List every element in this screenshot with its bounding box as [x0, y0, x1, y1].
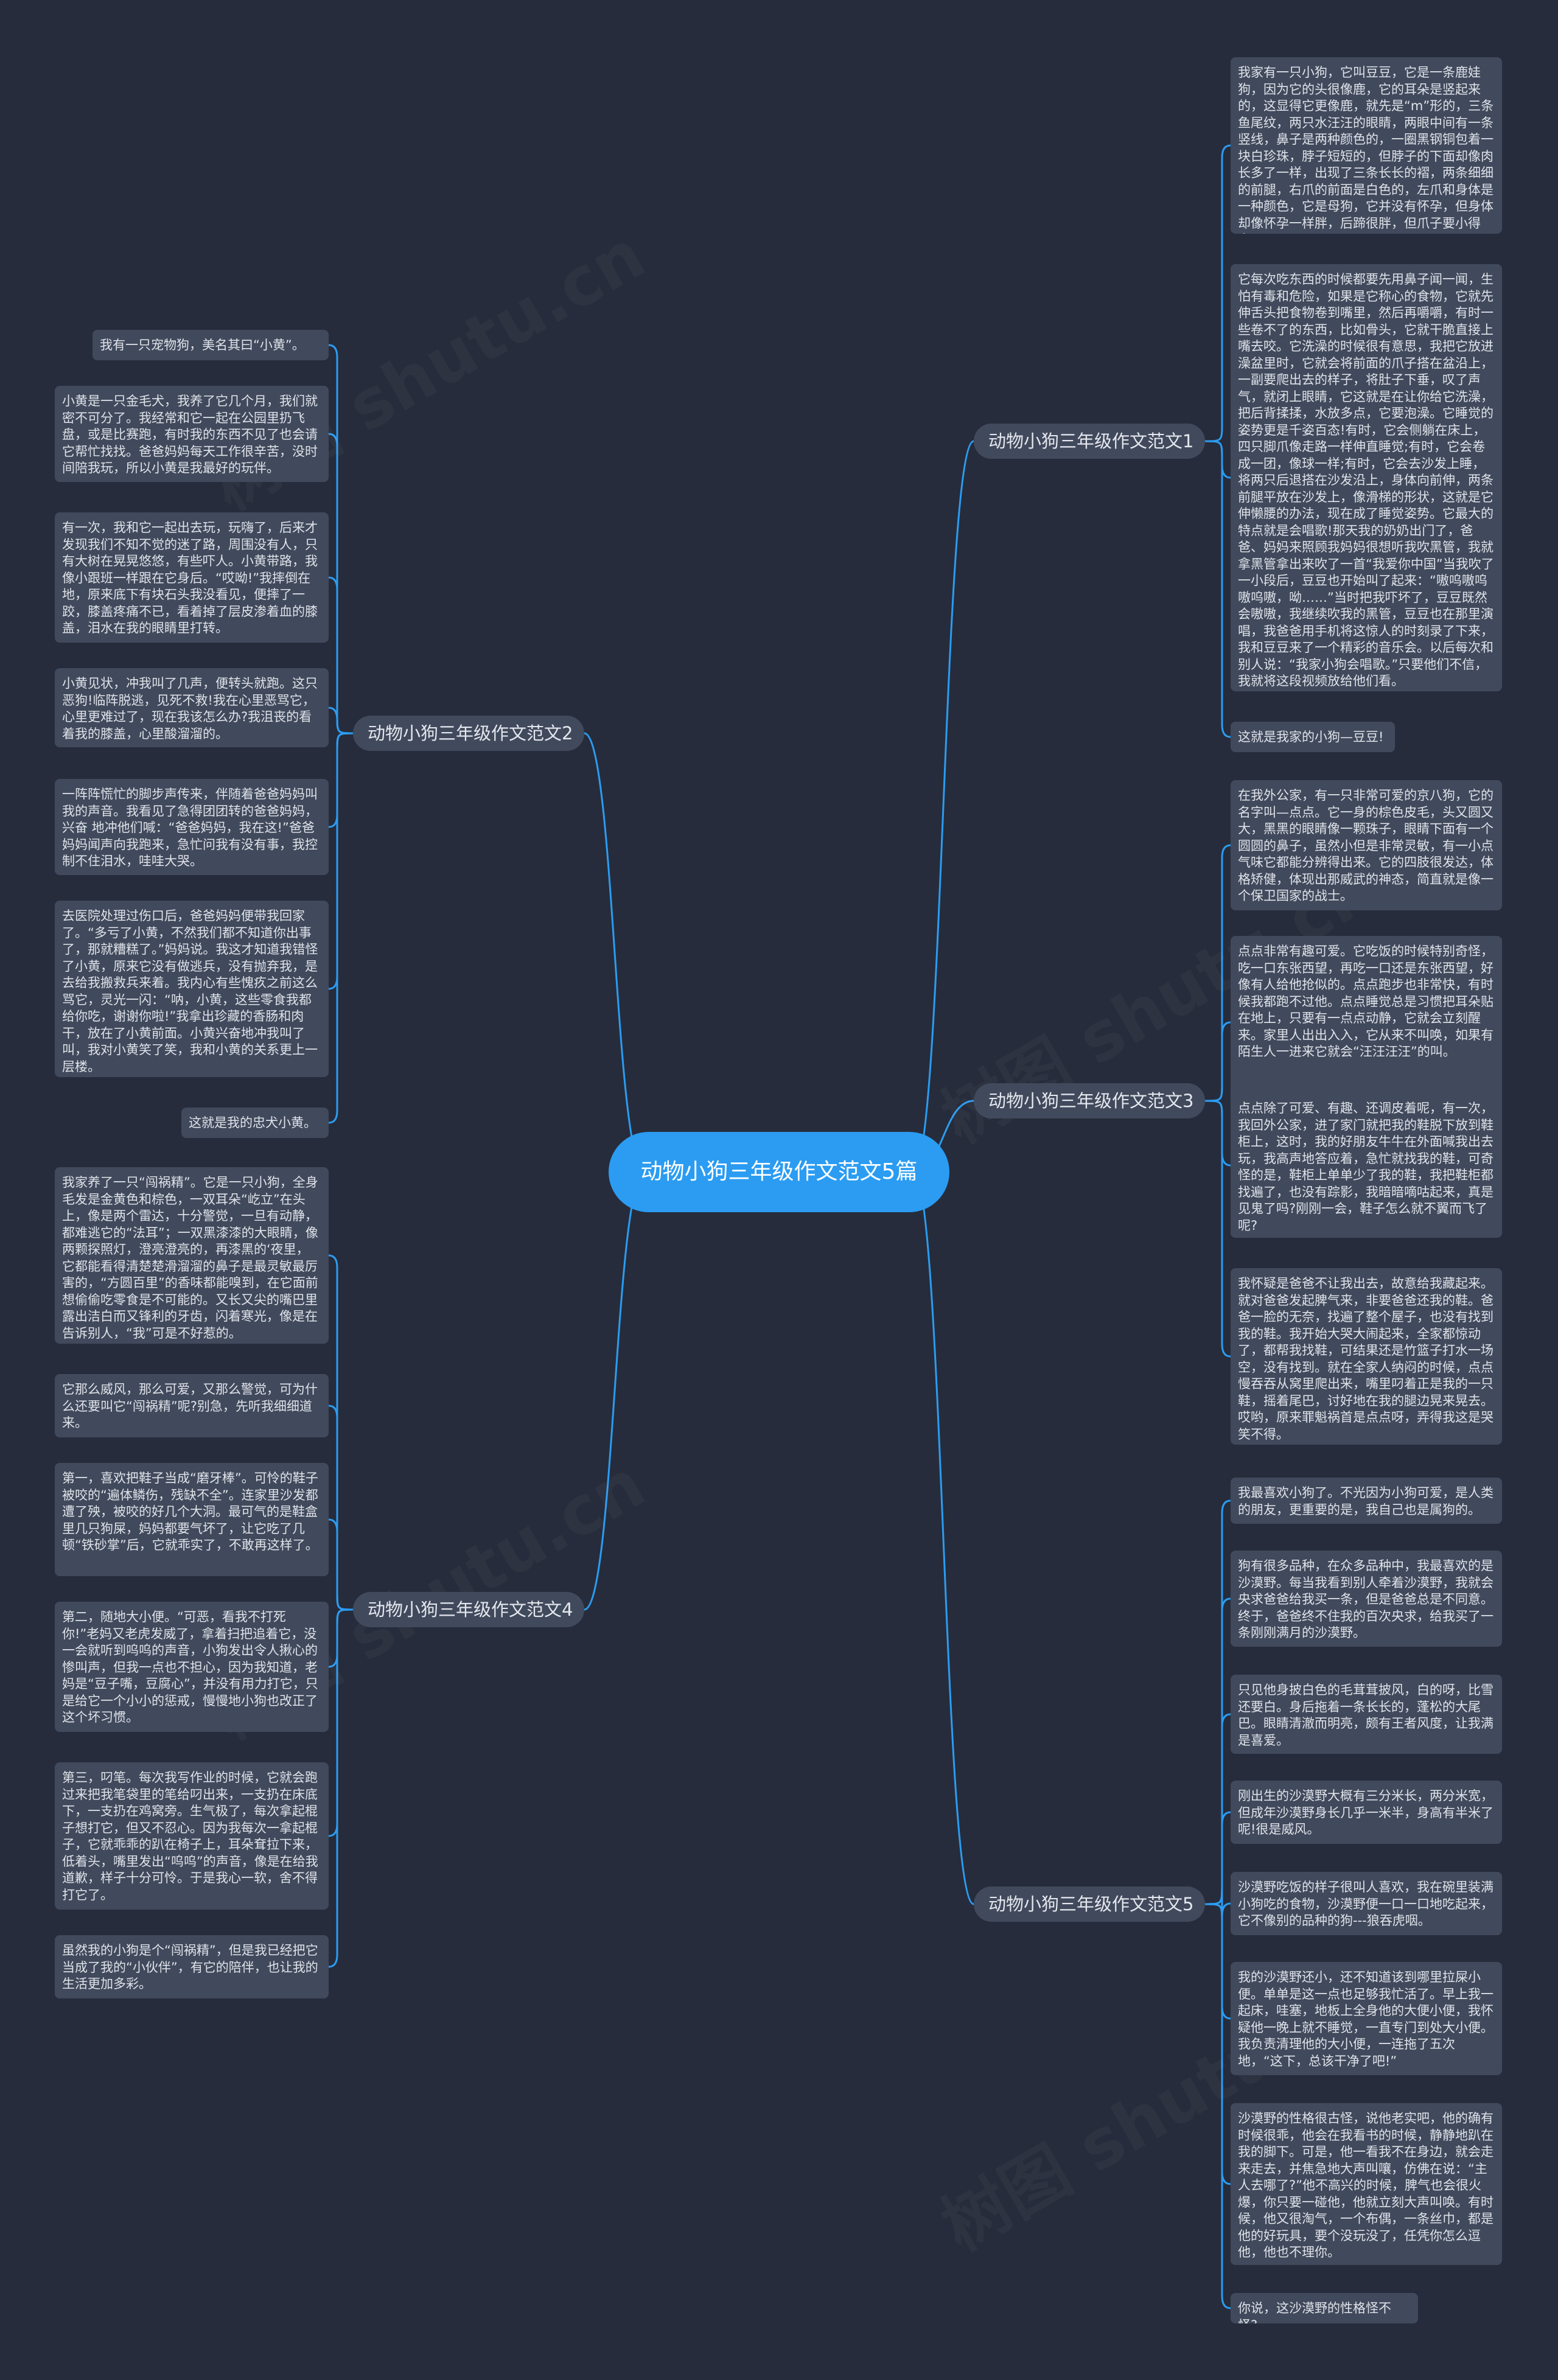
leaf-node[interactable]: 第一，喜欢把鞋子当成“磨牙棒”。可怜的鞋子被咬的“遍体鳞伤，残缺不全”。连家里沙… [55, 1463, 329, 1576]
leaf-connector [328, 576, 354, 735]
leaf-connector [1204, 1903, 1231, 2309]
central-topic-label: 动物小狗三年级作文范文5篇 [640, 1159, 918, 1184]
leaf-connector [1204, 440, 1231, 479]
leaf-node[interactable]: 虽然我的小狗是个“闯祸精”，但是我已经把它当成了我的“小伙伴”，有它的陪伴，也让… [55, 1935, 329, 1998]
leaf-connector [1204, 1903, 1231, 2185]
leaf-connector [1204, 844, 1231, 1102]
leaf-node[interactable]: 我家养了一只“闯祸精”。它是一只小狗，全身毛发是金黄色和棕色，一双耳朵“屹立”在… [55, 1167, 329, 1344]
leaf-node[interactable]: 我最喜欢小狗了。不光因为小狗可爱，是人类的朋友，更重要的是，我自己也是属狗的。 [1231, 1478, 1502, 1524]
leaf-node[interactable]: 小黄是一只金毛犬，我养了它几个月，我们就密不可分了。我经常和它一起在公园里扔飞盘… [55, 386, 329, 482]
branch-connector [584, 732, 646, 1173]
leaf-node[interactable]: 去医院处理过伤口后，爸爸妈妈便带我回家了。“多亏了小黄，不然我们都不知道你出事了… [55, 901, 329, 1077]
leaf-node[interactable]: 小黄见状，冲我叫了几声，便转头就跑。这只恶狗!临阵脱逃，见死不救!我在心里恶骂它… [55, 668, 329, 747]
leaf-connector [1204, 1713, 1231, 1905]
branch-topic-2[interactable]: 动物小狗三年级作文范文2 [353, 716, 584, 751]
leaf-connector [1204, 144, 1231, 442]
leaf-node[interactable]: 它每次吃东西的时候都要先用鼻子闻一闻，生怕有毒和危险，如果是它称心的食物，它就先… [1231, 264, 1502, 691]
leaf-node[interactable]: 只见他身披白色的毛茸茸披风，白的呀，比雪还要白。身后拖着一条长长的，蓬松的大尾巴… [1231, 1675, 1502, 1754]
leaf-connector [1204, 1100, 1231, 1358]
leaf-node[interactable]: 有一次，我和它一起出去玩，玩嗨了，后来才发现我们不知不觉的迷了路，周围没有人，只… [55, 512, 329, 643]
branch-topic-3[interactable]: 动物小狗三年级作文范文3 [974, 1083, 1205, 1118]
leaf-node[interactable]: 我家有一只小狗，它叫豆豆，它是一条鹿娃狗，因为它的头很像鹿，它的耳朵是竖起来的，… [1231, 57, 1502, 234]
leaf-connector [328, 1608, 354, 1837]
central-topic[interactable]: 动物小狗三年级作文范文5篇 [609, 1132, 949, 1212]
leaf-connector [1204, 1885, 1231, 1916]
leaf-node[interactable]: 狗有很多品种，在众多品种中，我最喜欢的是沙漠野。每当我看到别人牵着沙漠野，我就会… [1231, 1551, 1502, 1647]
leaf-node[interactable]: 我有一只宠物狗，美名其曰“小黄”。 [93, 330, 329, 360]
branch-topic-1[interactable]: 动物小狗三年级作文范文1 [974, 424, 1205, 459]
leaf-connector [328, 344, 354, 735]
leaf-connector [328, 1518, 354, 1611]
leaf-node[interactable]: 它那么威风，那么可爱，又那么警觉，可为什么还要叫它“闯祸精”呢?别急，先听我细细… [55, 1374, 329, 1437]
leaf-node[interactable]: 我怀疑是爸爸不让我出去，故意给我藏起来。就对爸爸发起脾气来，非要爸爸还我的鞋。爸… [1231, 1268, 1502, 1445]
leaf-connector [1204, 1811, 1231, 1905]
leaf-node[interactable]: 一阵阵慌忙的脚步声传来，伴随着爸爸妈妈叫我的声音。我看见了急得团团转的爸爸妈妈，… [55, 779, 329, 875]
leaf-connector [328, 732, 354, 828]
leaf-connector [328, 1254, 354, 1611]
branch-topic-4[interactable]: 动物小狗三年级作文范文4 [353, 1592, 584, 1627]
leaf-node[interactable]: 第二，随地大小便。“可恶，看我不打死你!”老妈又老虎发威了，拿着扫把追着它，没一… [55, 1602, 329, 1732]
leaf-node[interactable]: 点点非常有趣可爱。它吃饭的时候特别奇怪，吃一口东张西望，再吃一口还是东张西望，好… [1231, 936, 1502, 1109]
leaf-node[interactable]: 刚出生的沙漠野大概有三分米长，两分米宽，但成年沙漠野身长几乎一米半，身高有半米了… [1231, 1781, 1502, 1844]
leaf-connector [1204, 1597, 1231, 1905]
leaf-connector [328, 732, 354, 1124]
leaf-node[interactable]: 第三，叼笔。每次我写作业的时候，它就会跑过来把我笔袋里的笔给叼出来，一支扔在床底… [55, 1762, 329, 1910]
branch-connector [912, 440, 974, 1173]
leaf-node[interactable]: 在我外公家，有一只非常可爱的京八狗，它的名字叫—点点。它一身的棕色皮毛，头又圆又… [1231, 780, 1502, 910]
leaf-connector [1204, 1499, 1231, 1905]
leaf-node[interactable]: 你说，这沙漠野的性格怪不怪? [1231, 2293, 1418, 2323]
leaf-connector [328, 1405, 354, 1611]
leaf-connector [328, 707, 354, 735]
leaf-connector [1204, 1903, 1231, 2020]
branch-connector [584, 1171, 646, 1611]
leaf-node[interactable]: 沙漠野的性格很古怪，说他老实吧，他的确有时候很乖，他会在我看书的时候，静静地趴在… [1231, 2103, 1502, 2265]
leaf-node[interactable]: 我的沙漠野还小，还不知道该到哪里拉屎小便。单单是这一点也足够我忙活了。早上我一起… [1231, 1962, 1502, 2075]
leaf-node[interactable]: 这就是我家的小狗—豆豆! [1231, 722, 1395, 752]
branch-connector [912, 1171, 974, 1905]
leaf-node[interactable]: 沙漠野吃饭的样子很叫人喜欢，我在碗里装满小狗吃的食物，沙漠野便一口一口地吃起来，… [1231, 1872, 1502, 1935]
leaf-node[interactable]: 这就是我的忠犬小黄。 [181, 1108, 329, 1138]
leaf-connector [328, 1608, 354, 1668]
leaf-connector [1204, 1021, 1231, 1102]
leaf-connector [328, 433, 354, 735]
branch-topic-5[interactable]: 动物小狗三年级作文范文5 [974, 1886, 1205, 1922]
leaf-node[interactable]: 点点除了可爱、有趣、还调皮着呢，有一次，我回外公家，进了家门就把我的鞋脱下放到鞋… [1231, 1093, 1502, 1238]
leaf-connector [328, 1608, 354, 1968]
leaf-connector [1204, 1100, 1231, 1167]
leaf-connector [328, 732, 354, 990]
leaf-connector [1204, 440, 1231, 738]
